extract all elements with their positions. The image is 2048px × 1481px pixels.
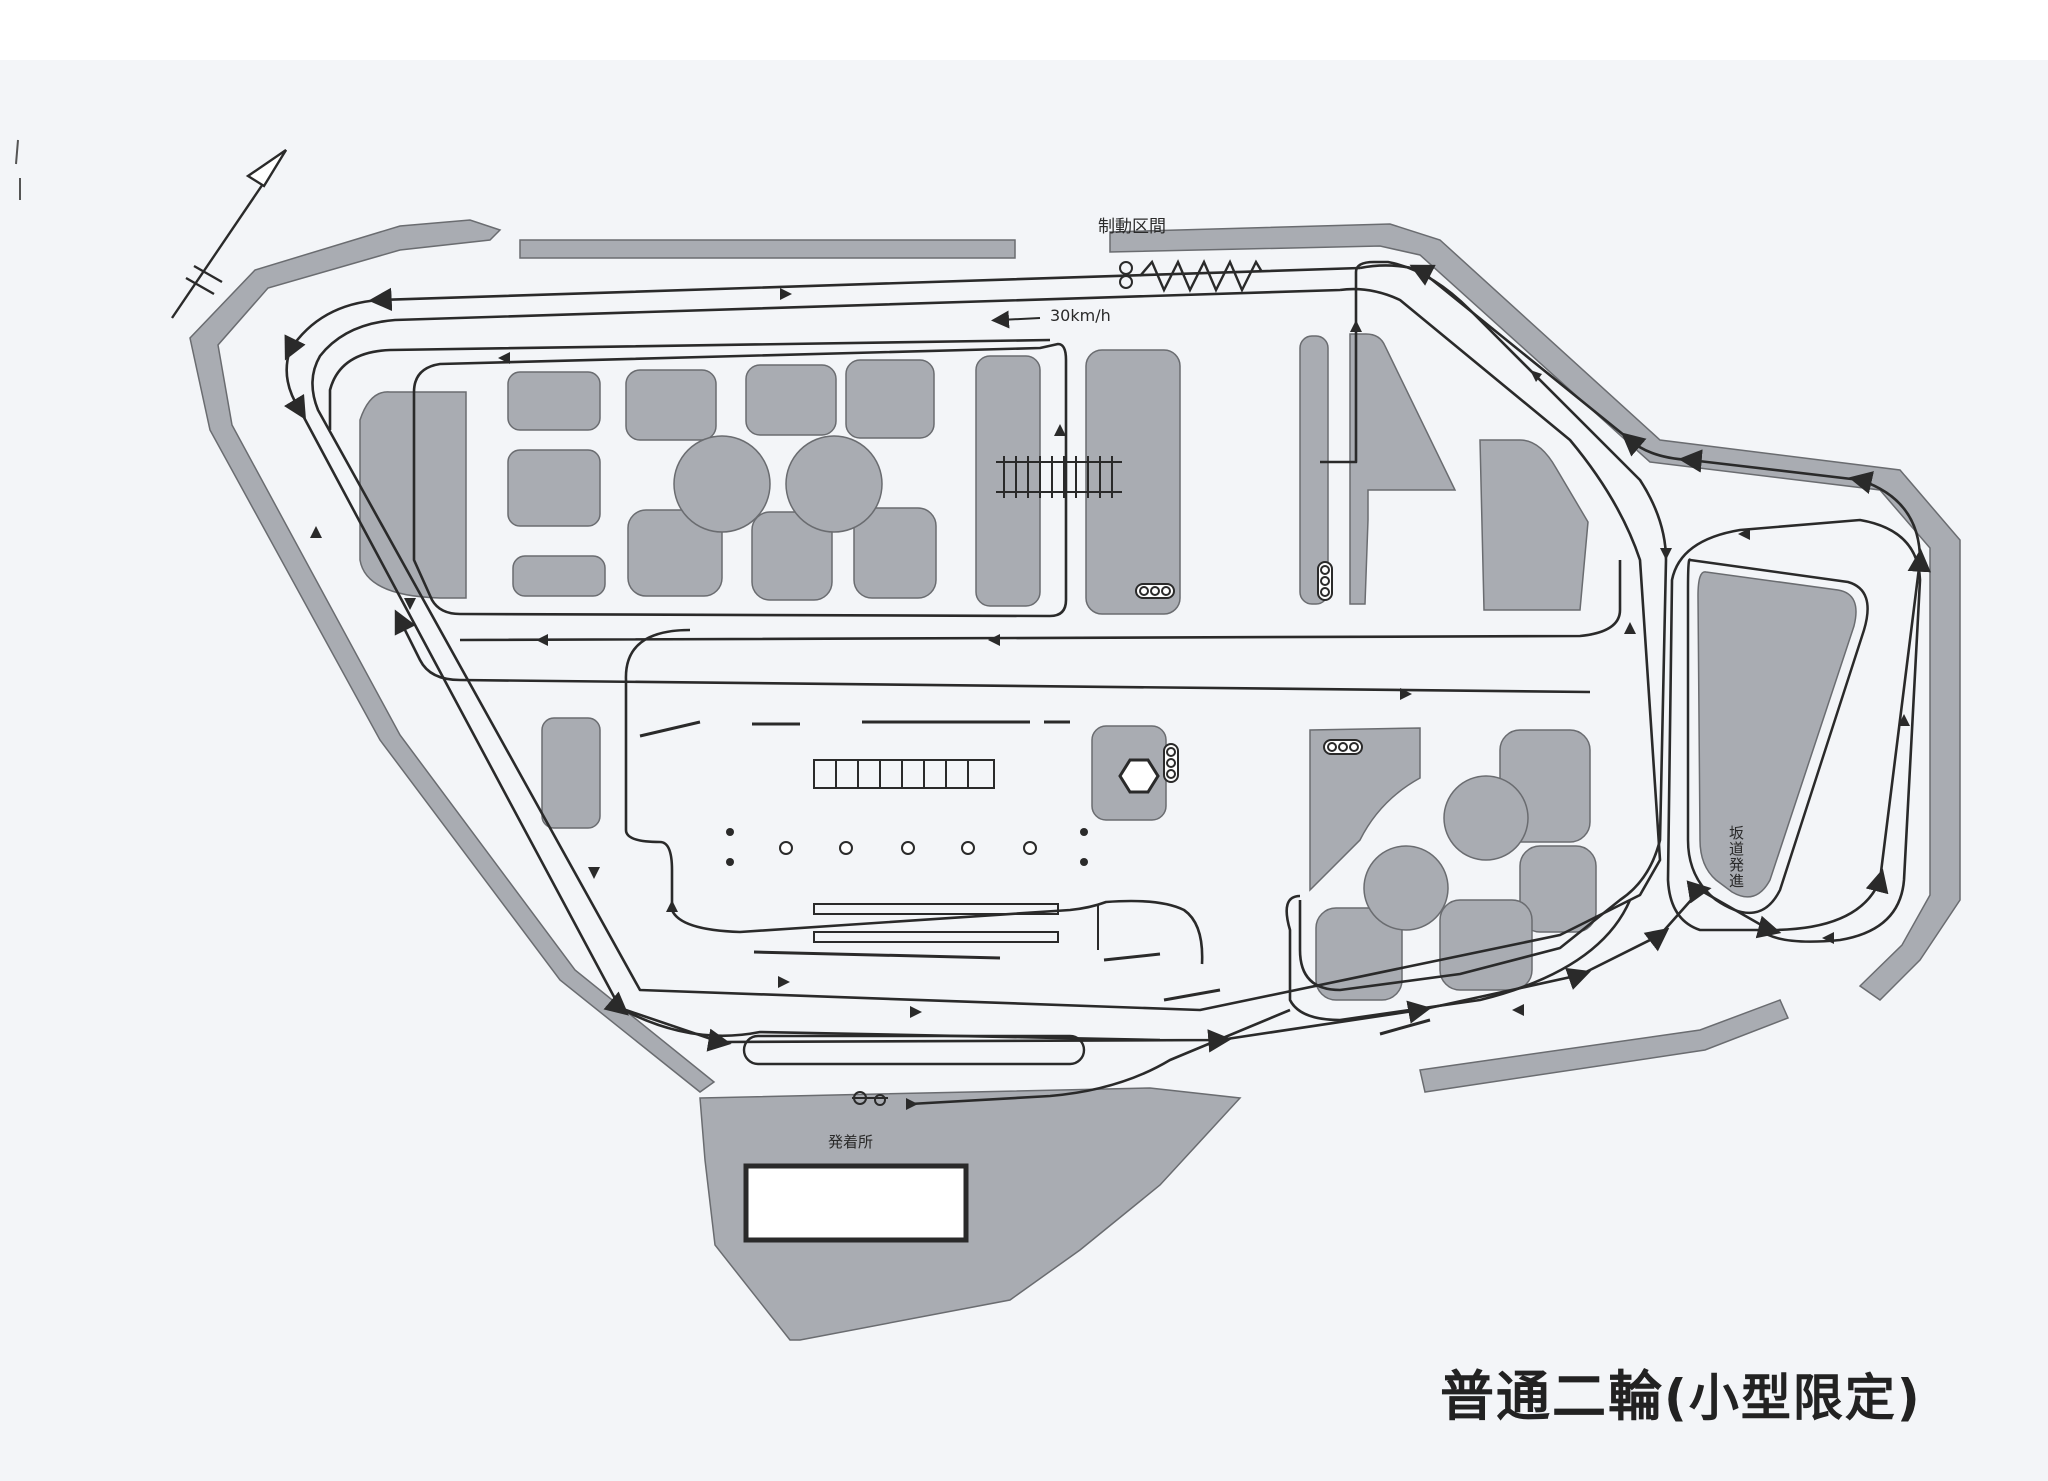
course-routes (283, 260, 1931, 1106)
arrow-south-1 (910, 1006, 922, 1018)
arrow-east-middle (1624, 622, 1636, 634)
block-4 (625, 369, 717, 441)
block-1 (507, 371, 601, 431)
arrow-south-3 (1512, 1004, 1524, 1016)
slope-start-label: 坂道発進 (1727, 825, 1745, 889)
terrain-north-band (519, 239, 1016, 259)
braking-zone-label: 制動区間 (1098, 217, 1166, 237)
block-roundabout-center-n (1443, 775, 1529, 861)
map-title: 普通二輪(小型限定) (1440, 1352, 1922, 1431)
route-loop-2 (311, 287, 1662, 1012)
block-circle-west (673, 435, 771, 533)
traffic-signal-icon (1323, 739, 1363, 755)
terrain-west-band (189, 219, 716, 1093)
speed-arrow-left (991, 310, 1041, 329)
speed-label: 30km/h (1050, 306, 1111, 325)
direction-arrows (310, 288, 1910, 1110)
map-title-sub: (小型限定) (1664, 1369, 1922, 1427)
arrow-slope-3 (1822, 932, 1834, 944)
hexagon-obstacle (1118, 758, 1160, 794)
arrow-west-1 (310, 526, 322, 538)
block-roundabout-center-s (1363, 845, 1449, 931)
route-start-return (909, 1008, 1291, 1106)
block-east-right (1479, 439, 1589, 611)
traffic-signal-icon (1317, 561, 1333, 601)
margin-marks (15, 139, 21, 200)
arrow-south-2 (778, 976, 790, 988)
block-east-l (1349, 333, 1457, 605)
arrow-slope-1 (1738, 528, 1750, 540)
north-arrow-icon (171, 149, 288, 319)
route-loop-3 (328, 338, 1051, 430)
slalom-pylons (779, 841, 1037, 855)
arrow-west-vert (666, 900, 678, 912)
traffic-signal-icon (1135, 583, 1175, 599)
arrow-north-2 (498, 352, 510, 364)
braking-cone-1 (1119, 261, 1133, 275)
arrow-east-3 (1660, 548, 1672, 560)
block-9 (853, 507, 937, 599)
route-inner-loop (412, 342, 1068, 618)
terrain-start-area (699, 1087, 1242, 1341)
start-point-label: 発着所 (828, 1133, 874, 1151)
traffic-signal-icon (1163, 743, 1179, 783)
route-roundabout-ring (1285, 894, 1632, 1022)
braking-zone-zigzag (1139, 259, 1264, 293)
arrow-west-3 (588, 867, 600, 879)
route-outer-loop (283, 264, 1931, 1053)
arrow-north-1 (780, 288, 792, 300)
route-slope-approach (1666, 518, 1922, 943)
block-5 (745, 364, 837, 436)
route-west-vertical (624, 628, 1204, 965)
railroad-crossing (996, 456, 1122, 498)
arrow-slope-2 (1898, 714, 1910, 726)
braking-cone-2 (1119, 275, 1133, 289)
start-building (743, 1163, 969, 1243)
block-slope-course (1697, 571, 1857, 898)
start-lane-stripe (742, 1034, 1086, 1066)
map-title-main: 普通二輪 (1440, 1365, 1664, 1428)
block-2 (507, 449, 601, 527)
route-central-north (459, 560, 1622, 642)
route-east-loop (1298, 260, 1668, 992)
motorcycle-icon (852, 1091, 888, 1106)
arrow-east-1 (1350, 320, 1362, 332)
arrow-start (906, 1098, 918, 1110)
arrow-central-1 (1054, 424, 1066, 436)
block-3 (512, 555, 606, 597)
lane-dashes (639, 720, 1431, 1036)
block-circle-east (785, 435, 883, 533)
parking-grid (813, 759, 995, 789)
terrain-bands (189, 219, 1961, 1341)
block-tall-1 (975, 355, 1041, 607)
arrow-inner-2 (988, 634, 1000, 646)
terrain-south-band (1419, 999, 1790, 1093)
block-west-small (541, 717, 601, 829)
arrow-west-2 (404, 598, 416, 610)
balance-beam (813, 903, 1099, 950)
route-south-loop (619, 1006, 1161, 1042)
arrow-middle-1 (1400, 688, 1412, 700)
arrow-east-2 (1530, 370, 1542, 382)
block-6 (845, 359, 935, 439)
slalom-markers (726, 828, 1088, 866)
route-middle-cross (394, 609, 1591, 694)
arrow-inner-1 (536, 634, 548, 646)
